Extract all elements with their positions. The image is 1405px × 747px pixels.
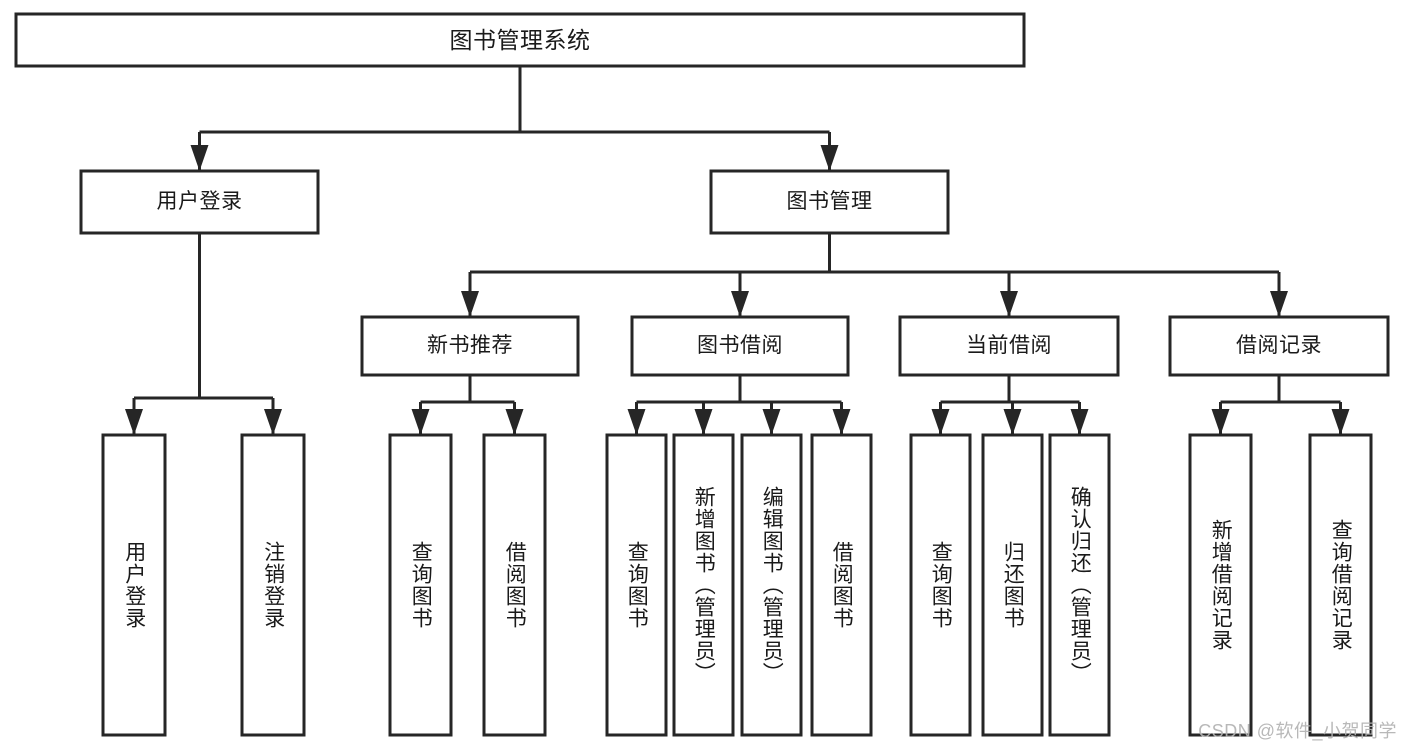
- root-node-box: [14, 12, 1026, 68]
- arrow-head-icon: [762, 409, 781, 435]
- leaf-node-box: [981, 433, 1044, 737]
- node-boxes-layer: [14, 12, 1390, 737]
- level2-node-box: [709, 169, 950, 235]
- level3-node-box: [360, 315, 580, 377]
- level2-node-box: [79, 169, 320, 235]
- leaf-node-box: [810, 433, 873, 737]
- leaf-node-box: [1048, 433, 1111, 737]
- leaf-node-box: [240, 433, 306, 737]
- leaf-node-box: [909, 433, 972, 737]
- arrow-head-icon: [832, 409, 851, 435]
- arrow-head-icon: [1211, 409, 1230, 435]
- level3-node-box: [630, 315, 850, 377]
- leaf-node-box: [1308, 433, 1373, 737]
- leaf-node-box: [1188, 433, 1253, 737]
- arrow-head-icon: [411, 409, 430, 435]
- arrow-head-icon: [931, 409, 950, 435]
- leaf-node-box: [101, 433, 167, 737]
- arrow-head-icon: [125, 409, 143, 435]
- watermark-text: CSDN @软件_小贺同学: [1198, 721, 1397, 741]
- arrow-head-icon: [1070, 409, 1089, 435]
- arrow-head-icon: [1270, 291, 1288, 317]
- level3-node-box: [898, 315, 1120, 377]
- arrow-head-icon: [731, 291, 749, 317]
- level3-node-box: [1168, 315, 1390, 377]
- arrow-head-icon: [1003, 409, 1022, 435]
- leaf-node-box: [605, 433, 668, 737]
- arrow-head-icon: [627, 409, 646, 435]
- arrow-head-icon: [264, 409, 282, 435]
- arrow-head-icon: [190, 145, 209, 171]
- arrow-head-icon: [1000, 291, 1018, 317]
- connector-lines-layer: [125, 66, 1350, 435]
- leaf-node-box: [740, 433, 803, 737]
- leaf-node-box: [482, 433, 547, 737]
- arrow-head-icon: [461, 291, 479, 317]
- arrow-head-icon: [694, 409, 713, 435]
- arrow-head-icon: [820, 145, 839, 171]
- leaf-node-box: [672, 433, 735, 737]
- leaf-node-box: [388, 433, 453, 737]
- arrow-head-icon: [505, 409, 524, 435]
- arrow-head-icon: [1331, 409, 1350, 435]
